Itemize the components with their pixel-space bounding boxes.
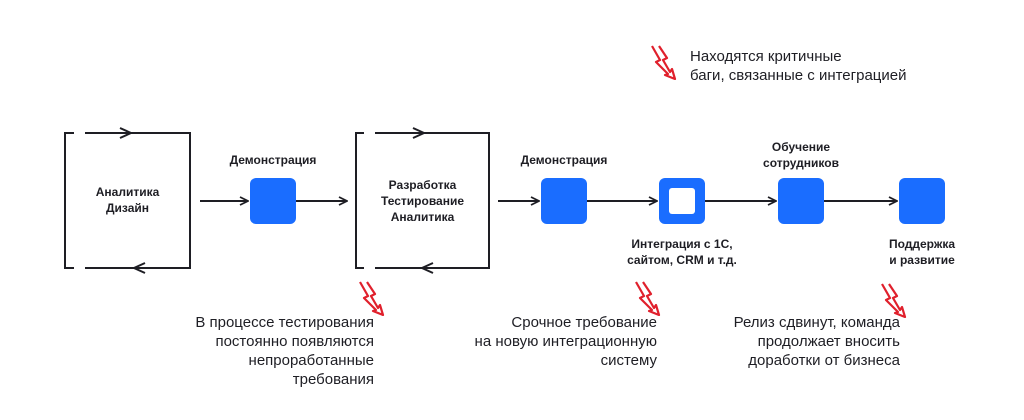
step-training-square-icon: [778, 178, 824, 224]
loop-arrow-left-icon: [131, 262, 146, 274]
step-support-square-icon: [899, 178, 945, 224]
demo1-label: Демонстрация: [229, 153, 317, 167]
demo2-label: Демонстрация: [520, 153, 608, 167]
training-label: Обучение сотрудников: [763, 140, 839, 170]
step-demo-2-square-icon: [541, 178, 587, 224]
support-label: Поддержка и развитие: [888, 237, 956, 267]
step-integration-square-icon: [659, 178, 705, 224]
issue-top-note: Находятся критичные баги, связанные с ин…: [690, 48, 907, 84]
issue-middle-note: Срочное требование на новую интеграционн…: [474, 314, 657, 369]
loop-arrow-right-icon: [119, 127, 134, 139]
lightning-bolt-icon: [635, 281, 661, 316]
cycle2-label: Разработка Тестирование Аналитика: [380, 178, 465, 224]
cycle-loop-1: [64, 127, 191, 274]
lightning-bolt-icon: [881, 283, 907, 318]
lightning-bolt-icon: [359, 281, 385, 316]
lightning-bolt-icon: [651, 45, 677, 80]
issue-right-note: Релиз сдвинут, команда продолжает вносит…: [733, 314, 900, 369]
step-demo-1-square-icon: [250, 178, 296, 224]
cycle1-label: Аналитика Дизайн: [95, 185, 160, 215]
integration-label: Интеграция с 1С, сайтом, CRM и т.д.: [627, 237, 737, 267]
cycle-loop-2: [355, 127, 490, 274]
loop-arrow-right-icon: [412, 127, 427, 139]
issue-left-note: В процессе тестирования постоянно появля…: [195, 314, 374, 388]
loop-arrow-left-icon: [419, 262, 434, 274]
